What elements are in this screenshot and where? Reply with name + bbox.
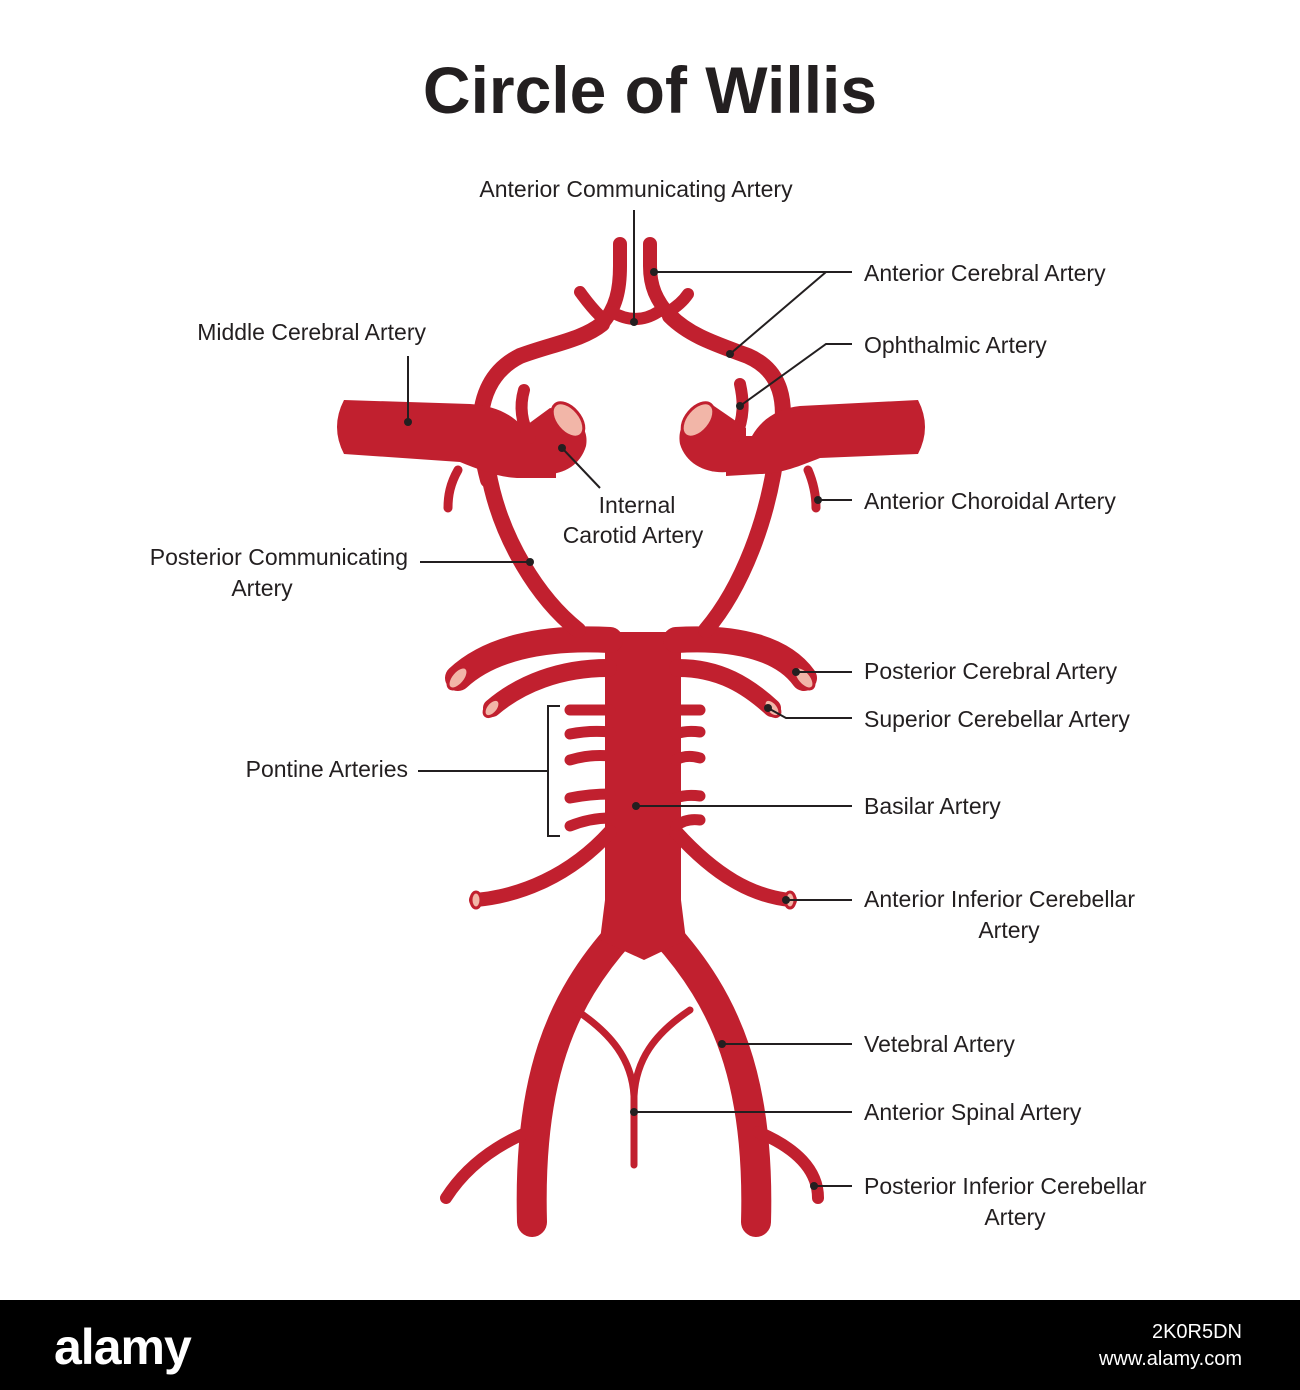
label-basilar-artery: Basilar Artery xyxy=(864,793,1001,819)
page-title: Circle of Willis xyxy=(423,53,877,127)
label-anterior-inferior-cerebellar-line1: Anterior Inferior Cerebellar xyxy=(864,886,1135,912)
anterior-cerebral-artery-right xyxy=(643,237,677,323)
posterior-communicating-artery-left xyxy=(480,462,586,638)
artery-illustration xyxy=(337,237,925,1237)
ophthalmic-artery-right xyxy=(730,378,749,442)
watermark-image-id: 2K0R5DN www.alamy.com xyxy=(1099,1319,1242,1373)
label-vertebral-artery: Vetebral Artery xyxy=(864,1031,1015,1057)
watermark-brand-logo: alamy xyxy=(54,1319,192,1375)
leader-lines xyxy=(404,210,852,1190)
label-posterior-communicating-line2: Artery xyxy=(231,575,293,601)
posterior-inferior-cerebellar-artery-left xyxy=(440,1126,534,1204)
anterior-spinal-artery-left-root xyxy=(572,1006,638,1169)
middle-cerebral-artery-left xyxy=(337,400,556,478)
pontine-arteries-right xyxy=(670,704,706,832)
label-anterior-inferior-cerebellar-line2: Artery xyxy=(978,917,1040,943)
anterior-inferior-cerebellar-artery-left xyxy=(469,825,617,907)
label-posterior-inferior-cerebellar-line1: Posterior Inferior Cerebellar xyxy=(864,1173,1147,1199)
label-superior-cerebellar-artery: Superior Cerebellar Artery xyxy=(864,706,1130,732)
label-anterior-choroidal-artery: Anterior Choroidal Artery xyxy=(864,488,1116,514)
vertebral-artery-right xyxy=(649,917,772,1237)
label-posterior-inferior-cerebellar-line2: Artery xyxy=(984,1204,1046,1230)
basilar-artery xyxy=(605,632,681,932)
middle-cerebral-artery-right xyxy=(726,400,925,476)
label-middle-cerebral-artery: Middle Cerebral Artery xyxy=(197,319,426,345)
ophthalmic-artery-left xyxy=(515,384,536,444)
superior-cerebellar-artery-left xyxy=(483,659,617,717)
anterior-inferior-cerebellar-artery-right xyxy=(669,825,797,907)
label-anterior-spinal-artery: Anterior Spinal Artery xyxy=(864,1099,1082,1125)
superior-cerebellar-artery-right xyxy=(669,659,781,717)
label-posterior-communicating-line1: Posterior Communicating xyxy=(150,544,408,570)
anterior-cerebral-artery-left xyxy=(595,237,627,331)
label-pontine-arteries: Pontine Arteries xyxy=(246,756,408,782)
labels: Anterior Communicating Artery Anterior C… xyxy=(150,176,1147,1230)
label-internal-carotid-line2: Carotid Artery xyxy=(563,522,704,548)
anterior-spinal-artery-right-root xyxy=(630,1006,694,1100)
anterior-choroidal-artery-right xyxy=(803,465,821,513)
label-anterior-communicating-artery: Anterior Communicating Artery xyxy=(479,176,793,202)
image-id-text: 2K0R5DN xyxy=(1151,1321,1242,1343)
pontine-arteries-left xyxy=(564,704,616,832)
posterior-inferior-cerebellar-artery-right xyxy=(752,1126,824,1204)
label-internal-carotid-line1: Internal xyxy=(599,492,676,518)
vertebral-artery-left xyxy=(516,917,637,1237)
label-posterior-cerebral-artery: Posterior Cerebral Artery xyxy=(864,658,1118,684)
anterior-choroidal-artery-left xyxy=(443,465,463,513)
circle-of-willis-diagram: Circle of Willis xyxy=(150,53,1147,1237)
posterior-cerebral-artery-left xyxy=(445,626,623,691)
watermark-footer xyxy=(0,1300,1300,1390)
label-anterior-cerebral-artery: Anterior Cerebral Artery xyxy=(864,260,1106,286)
site-url-text: www.alamy.com xyxy=(1099,1348,1242,1370)
label-ophthalmic-artery: Ophthalmic Artery xyxy=(864,332,1047,358)
